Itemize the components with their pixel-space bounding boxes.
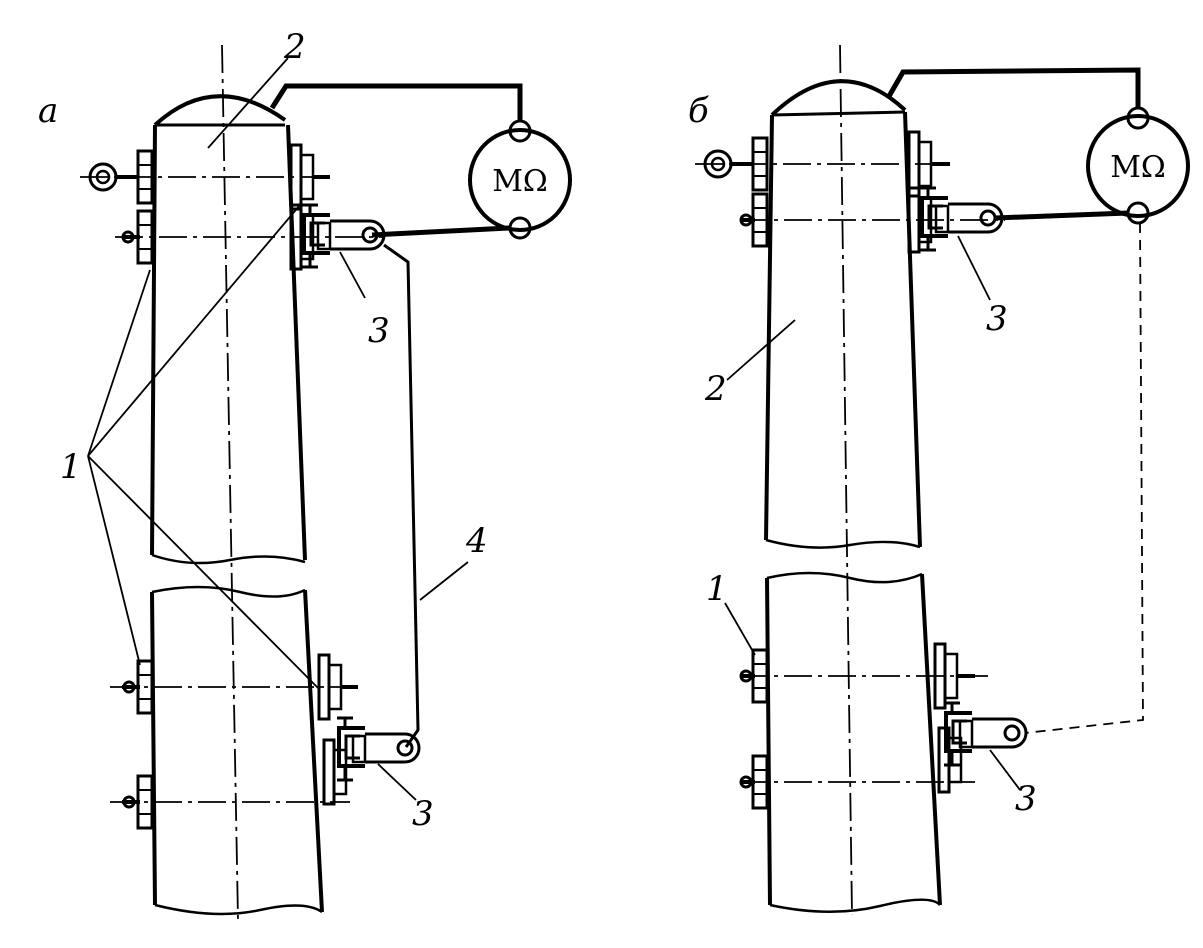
callout-2-b: 2 (704, 369, 727, 409)
panel-a-letter: а (38, 91, 58, 131)
insulator-bolts-b (703, 130, 975, 810)
panel-b: б (688, 44, 1190, 916)
eyebolt-icon (88, 162, 139, 192)
test-clamp-bottom-b (942, 701, 1028, 767)
panel-a: а (38, 27, 572, 921)
pole-upper-a (150, 94, 307, 565)
megohmmeter-label-b: MΩ (1110, 150, 1166, 185)
panel-b-letter: б (688, 91, 709, 131)
callout-3-top-b: 3 (986, 299, 1008, 339)
pole-lower-b (765, 571, 942, 913)
eyebolt-icon (703, 149, 754, 179)
megohmmeter-b: MΩ (1086, 106, 1190, 225)
jumper-wire-a (383, 243, 420, 748)
leaders-a (87, 57, 469, 801)
callout-3-top-a: 3 (368, 311, 390, 351)
callout-1-b: 1 (706, 569, 728, 609)
pole-lower-a (150, 585, 324, 916)
test-clamp-bottom-a (335, 716, 421, 782)
insulator-bolts-a (88, 143, 358, 830)
megohmmeter-label-a: MΩ (492, 164, 548, 199)
test-leads-b (885, 67, 1144, 734)
callout-3-bottom-a: 3 (412, 794, 434, 834)
leaders-b (724, 235, 1021, 791)
callout-1-a: 1 (60, 447, 82, 487)
callout-3-bottom-b: 3 (1015, 779, 1037, 819)
megohmmeter-a: MΩ (468, 119, 572, 240)
centerline-b (695, 44, 1005, 916)
callout-4-a: 4 (465, 521, 488, 561)
centerline-a (80, 44, 385, 921)
test-leads-a (269, 83, 523, 238)
callout-2-a: 2 (283, 27, 306, 67)
